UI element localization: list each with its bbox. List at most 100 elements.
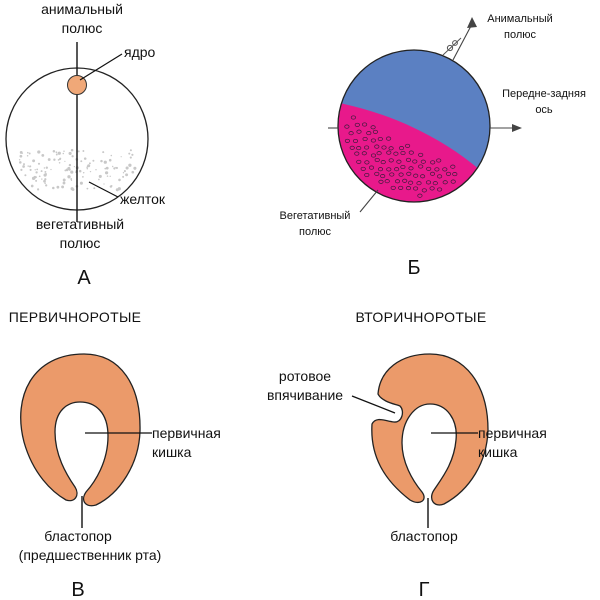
- yolk-speck: [108, 158, 112, 162]
- yolk-speck: [93, 187, 96, 190]
- yolk-dot: [394, 179, 401, 184]
- yolk-dot: [381, 145, 387, 150]
- yolk-dot: [421, 188, 427, 193]
- yolk-dot: [354, 122, 360, 127]
- yolk-speck: [128, 163, 132, 167]
- yolk-dot: [402, 178, 408, 183]
- yolk-dot: [364, 160, 370, 165]
- yolk-speck: [82, 171, 85, 174]
- yolk-speck: [18, 159, 21, 161]
- yolk-speck: [120, 156, 122, 158]
- yolk-dot: [398, 146, 405, 151]
- d-blastopore-label: бластопор: [390, 528, 458, 544]
- yolk-speck: [133, 166, 137, 170]
- yolk-speck: [129, 156, 132, 159]
- yolk-speck: [81, 175, 84, 178]
- ap-axis-arrowhead: [512, 124, 522, 132]
- yolk-speck: [28, 152, 31, 155]
- yolk-dot: [417, 193, 423, 198]
- yolk-speck: [29, 168, 32, 171]
- yolk-speck: [41, 154, 45, 157]
- yolk-dot: [398, 172, 404, 177]
- yolk-speck: [80, 160, 83, 163]
- yolk-dot: [445, 171, 452, 176]
- polar-body-1: [446, 44, 454, 52]
- panel-a-letter: А: [77, 267, 91, 289]
- yolk-speck: [71, 188, 75, 191]
- yolk-dot: [372, 129, 378, 134]
- yolk-dot: [349, 145, 355, 150]
- yolk-speck: [125, 173, 129, 177]
- yolk-dot: [408, 166, 414, 171]
- yolk-dot: [377, 167, 384, 172]
- yolk-speck: [64, 169, 67, 172]
- panel-c-letter: В: [71, 579, 84, 600]
- yolk-dot: [388, 158, 394, 163]
- yolk-dot: [398, 185, 404, 190]
- yolk-speck: [44, 170, 47, 173]
- yolk-speck: [19, 154, 23, 158]
- yolk-dot: [418, 152, 424, 157]
- c-primary-gut-label-line1: первичная: [152, 425, 221, 441]
- yolk-dot: [362, 136, 368, 142]
- yolk-dot: [418, 164, 424, 169]
- yolk-speck: [36, 168, 39, 171]
- yolk-speck: [26, 155, 29, 157]
- yolk-dot: [432, 181, 438, 186]
- yolk-dot: [437, 187, 443, 192]
- yolk-dot: [396, 159, 402, 164]
- yolk-speck: [122, 172, 125, 174]
- yolk-dot: [450, 179, 456, 184]
- yolk-speck: [109, 175, 111, 177]
- yolk-speck: [78, 169, 82, 173]
- c-blastopore-label-line1: бластопор: [44, 528, 112, 544]
- c-blastopore-label-line2: (предшественник рта): [19, 547, 162, 563]
- yolk-speck: [35, 179, 38, 182]
- yolk-speck: [43, 179, 46, 183]
- yolk-speck: [62, 152, 65, 155]
- yolk-speck: [32, 159, 36, 163]
- vegetal-pole-label-line1: вегетативный: [36, 216, 124, 232]
- yolk-speck: [40, 170, 43, 173]
- yolk-dot: [386, 150, 392, 155]
- yolk-dot: [390, 185, 396, 190]
- yolk-speck: [71, 155, 74, 158]
- polar-body-2: [452, 40, 458, 46]
- yolk-dot: [386, 136, 392, 141]
- yolk-dot: [344, 138, 350, 143]
- yolk-speck: [125, 166, 129, 170]
- yolk-speck: [113, 167, 116, 170]
- yolk-dot: [408, 180, 414, 185]
- yolk-speck: [62, 178, 66, 182]
- yolk-dot: [368, 165, 375, 170]
- yolk-speck: [89, 170, 92, 173]
- yolk-speck: [33, 175, 37, 179]
- yolk-speck: [62, 181, 66, 185]
- yolk-speck: [52, 149, 56, 153]
- yolk-dot: [412, 159, 418, 164]
- yolk-speck: [112, 165, 114, 168]
- d-primary-gut-label-line2: кишка: [478, 444, 518, 460]
- yolk-dot: [356, 159, 362, 164]
- yolk-speck: [70, 179, 73, 181]
- yolk-speck: [87, 164, 91, 168]
- yolk-speck: [77, 150, 80, 153]
- animal-pole-arrow: [452, 23, 473, 61]
- animal-pole-arrowhead: [467, 17, 477, 28]
- yolk-speck: [83, 157, 87, 160]
- yolk-speck: [68, 151, 72, 155]
- yolk-speck: [88, 162, 91, 165]
- yolk-speck: [35, 171, 38, 174]
- c-primary-gut-label-line2: кишка: [152, 444, 192, 460]
- yolk-leader-line: [88, 181, 119, 198]
- yolk-dot: [405, 186, 412, 191]
- yolk-dot: [380, 160, 386, 165]
- yolk-speck: [43, 173, 47, 177]
- yolk-speck: [82, 150, 85, 152]
- yolk-dot: [426, 166, 432, 171]
- yolk-speck: [118, 178, 121, 182]
- yolk-dot: [356, 146, 362, 151]
- yolk-dot: [389, 172, 395, 177]
- b-animal-pole-label-line2: полюс: [504, 29, 537, 41]
